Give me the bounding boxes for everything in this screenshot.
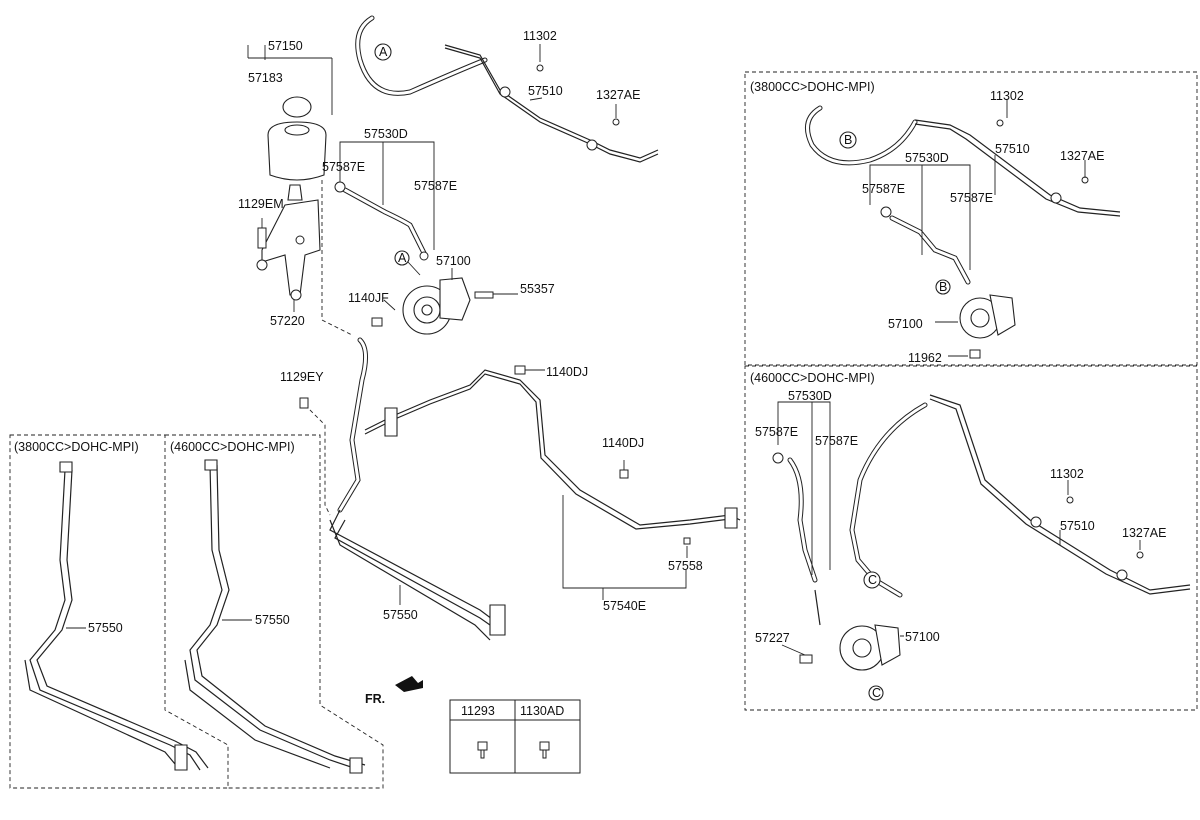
part-label: 57587E [950,191,993,205]
part-label: 57558 [668,559,703,573]
part-label: 11302 [523,29,557,43]
part-label: 55357 [520,282,555,296]
bolt-icon [477,741,488,759]
part-label: 57530D [364,127,408,141]
part-label: 1327AE [1122,526,1166,540]
callout-label: B [844,133,852,147]
part-label: 1129EM [238,197,284,211]
callout-label: C [872,686,881,700]
table-header: 1130AD [520,704,564,718]
part-label: 57220 [270,314,305,328]
part-label: 57587E [862,182,905,196]
part-label: 57100 [888,317,923,331]
part-label: 1129EY [280,370,324,384]
callout-label: A [379,45,388,59]
part-label: 1140JF [348,291,389,305]
part-label: 11962 [908,351,942,365]
fastener-table: 11293 1130AD [449,699,581,774]
bolt-icon [539,741,550,759]
part-label: 57183 [248,71,283,85]
box-3800-left: (3800CC>DOHC-MPI) 57550 [9,434,229,789]
part-label: 57587E [414,179,457,193]
part-label: 57587E [322,160,365,174]
box-title: (4600CC>DOHC-MPI) [750,371,875,385]
part-label: 57530D [788,389,832,403]
part-label: 57530D [905,151,949,165]
part-label: 57100 [436,254,471,268]
part-label: 57540E [603,599,646,613]
box-title: (3800CC>DOHC-MPI) [750,80,875,94]
part-label: 57510 [995,142,1030,156]
pump-57100 [371,277,494,335]
part-label: 57510 [528,84,563,98]
callout-label: B [939,280,947,294]
part-label: 57550 [383,608,418,622]
part-label: 57587E [755,425,798,439]
part-label: 1327AE [1060,149,1104,163]
callout-label: C [868,573,877,587]
reservoir-assembly [256,96,327,301]
front-indicator: FR. [365,692,385,706]
box-4600-right: (4600CC>DOHC-MPI) 57530D 57587E 57587E 1… [744,365,1198,711]
part-label: 57550 [255,613,290,627]
part-label: 11302 [990,89,1024,103]
part-label: 57587E [815,434,858,448]
box-title: (3800CC>DOHC-MPI) [14,440,139,454]
main-part-labels: 57150 57183 57530D 57587E 57587E 1129EM … [238,29,703,706]
part-label: 11302 [1050,467,1084,481]
box-3800-right: (3800CC>DOHC-MPI) 11302 57530D 57510 132… [744,71,1198,366]
part-label: 57100 [905,630,940,644]
part-label: 57150 [268,39,303,53]
part-label: 57550 [88,621,123,635]
part-label: 1140DJ [546,365,588,379]
part-label: 1140DJ [602,436,644,450]
box-4600-left: (4600CC>DOHC-MPI) 57550 [165,434,384,789]
part-label: 1327AE [596,88,640,102]
table-header: 11293 [461,704,495,718]
part-label: 57510 [1060,519,1095,533]
part-label: 57227 [755,631,790,645]
callout-label: A [398,251,407,265]
box-title: (4600CC>DOHC-MPI) [170,440,295,454]
